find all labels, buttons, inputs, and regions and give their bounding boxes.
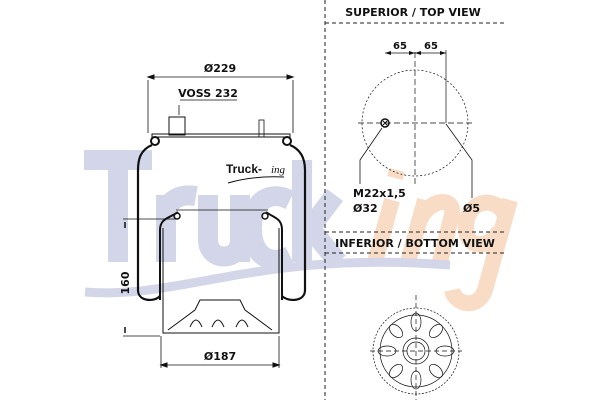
thread-hole — [380, 118, 390, 128]
top-view-title: SUPERIOR / TOP VIEW — [345, 6, 481, 19]
logo-main: Truck- — [226, 162, 262, 176]
pin-diameter-label: Ø5 — [463, 202, 480, 215]
view-dividers — [324, 0, 505, 400]
side-view — [123, 74, 307, 368]
thread-diameter-label: Ø32 — [353, 202, 378, 215]
offset-left-label: 65 — [393, 41, 407, 52]
bellow-left — [136, 143, 161, 302]
mounting-pin — [258, 119, 265, 138]
logo-suffix: ing — [271, 164, 286, 176]
offset-right-label: 65 — [424, 41, 438, 52]
logo: Truck- ing — [226, 162, 286, 184]
top-diameter-label: Ø229 — [204, 62, 236, 75]
watermark-swoosh — [84, 257, 451, 298]
bottom-diameter-label: Ø187 — [204, 350, 236, 363]
bottom-view — [370, 295, 462, 400]
watermark-main-shape — [84, 150, 346, 270]
watermark — [84, 150, 518, 312]
bottom-lobes — [377, 312, 455, 390]
piston — [162, 228, 280, 334]
thread-label: M22x1,5 — [353, 187, 406, 200]
top-view — [358, 50, 473, 198]
bellow-right — [281, 143, 307, 302]
bottom-view-title: INFERIOR / BOTTOM VIEW — [335, 237, 495, 250]
part-reference-label: VOSS 232 — [178, 87, 238, 100]
air-fitting — [168, 116, 186, 136]
height-label: 160 — [119, 271, 132, 294]
watermark-suffix-shape — [367, 168, 518, 312]
